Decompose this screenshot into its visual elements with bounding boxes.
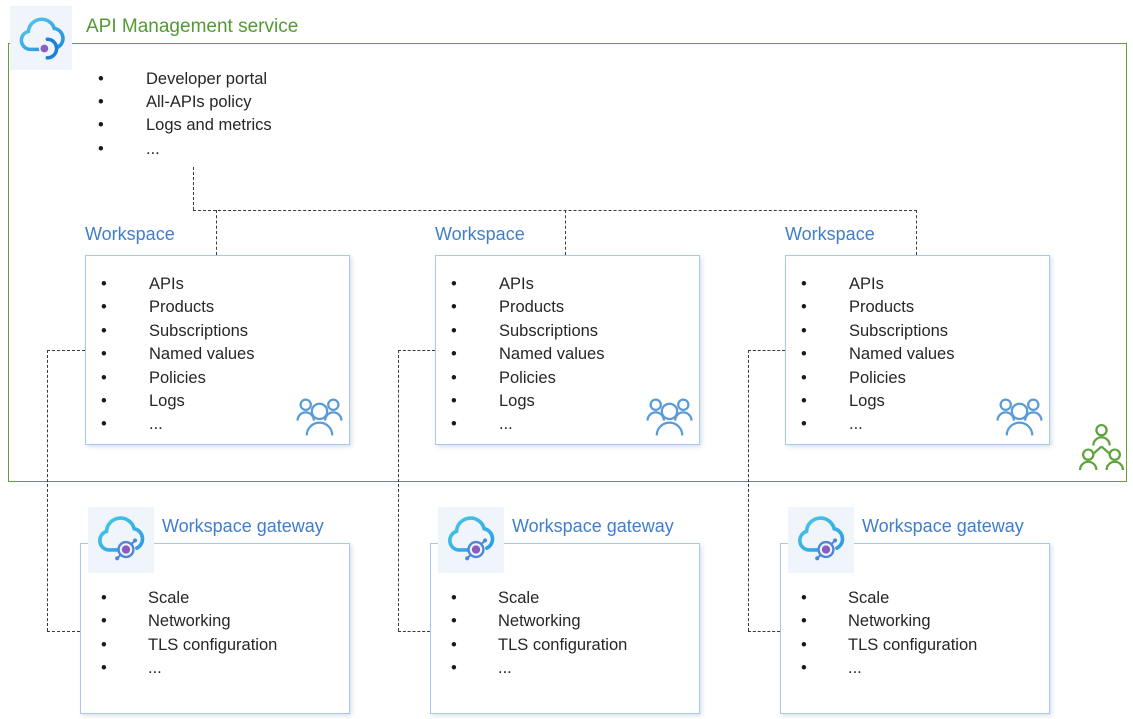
list-item: ... bbox=[781, 657, 1049, 680]
list-item: ... bbox=[81, 657, 349, 680]
list-item: Subscriptions bbox=[86, 320, 349, 343]
list-item: Subscriptions bbox=[786, 320, 1049, 343]
connector-drop-workspace-1 bbox=[216, 210, 217, 255]
gateway-title: Workspace gateway bbox=[512, 516, 674, 536]
list-item: TLS configuration bbox=[781, 634, 1049, 657]
connector-workspace2-gateway2 bbox=[398, 350, 435, 351]
list-item: TLS configuration bbox=[431, 634, 699, 657]
team-users-icon bbox=[646, 398, 693, 436]
workspace-gateway-icon-tile bbox=[438, 507, 504, 573]
list-item: Named values bbox=[86, 343, 349, 366]
workspace-title: Workspace bbox=[85, 224, 175, 244]
connector-workspace2-gateway2 bbox=[398, 350, 399, 631]
api-management-service-box bbox=[8, 43, 1127, 482]
list-item: Subscriptions bbox=[436, 320, 699, 343]
workspace-box-1: APIs Products Subscriptions Named values… bbox=[85, 255, 350, 445]
list-item: Logs bbox=[436, 390, 699, 413]
workspace-gateway-icon-tile bbox=[88, 507, 154, 573]
workspace-gateway-cloud-icon bbox=[798, 516, 845, 561]
list-item: ... bbox=[786, 413, 1049, 436]
list-item: Developer portal bbox=[98, 68, 272, 91]
list-item: Products bbox=[436, 296, 699, 319]
list-item: Policies bbox=[786, 367, 1049, 390]
list-item: Policies bbox=[436, 367, 699, 390]
connector-workspace1-gateway1 bbox=[47, 631, 80, 632]
list-item: Products bbox=[86, 296, 349, 319]
list-item: Logs and metrics bbox=[98, 114, 272, 137]
workspace-box-2: APIs Products Subscriptions Named values… bbox=[435, 255, 700, 445]
gateway-box-3: Scale Networking TLS configuration ... bbox=[780, 543, 1050, 714]
api-management-icon-tile bbox=[10, 6, 72, 70]
connector-workspace3-gateway3 bbox=[748, 350, 749, 631]
connector-workspace3-gateway3 bbox=[748, 631, 780, 632]
workspace-title: Workspace bbox=[785, 224, 875, 244]
connector-workspace1-gateway1 bbox=[47, 350, 85, 351]
list-item: Networking bbox=[81, 610, 349, 633]
connector-service-trunk bbox=[193, 167, 194, 210]
list-item: Scale bbox=[431, 587, 699, 610]
connector-drop-workspace-3 bbox=[916, 210, 917, 255]
list-item: Named values bbox=[786, 343, 1049, 366]
connector-drop-workspace-2 bbox=[565, 210, 566, 255]
list-item: Scale bbox=[81, 587, 349, 610]
workspace-gateway-icon-tile bbox=[788, 507, 854, 573]
list-item: ... bbox=[86, 413, 349, 436]
list-item: Logs bbox=[786, 390, 1049, 413]
service-feature-list: Developer portal All-APIs policy Logs an… bbox=[98, 68, 272, 161]
org-users-icon bbox=[1078, 423, 1125, 471]
gateway-title: Workspace gateway bbox=[162, 516, 324, 536]
list-item: Named values bbox=[436, 343, 699, 366]
api-management-cloud-icon bbox=[19, 17, 65, 60]
team-users-icon bbox=[296, 398, 343, 436]
list-item: APIs bbox=[786, 273, 1049, 296]
service-title: API Management service bbox=[86, 16, 299, 37]
connector-service-branch bbox=[193, 210, 917, 211]
list-item: APIs bbox=[436, 273, 699, 296]
list-item: ... bbox=[98, 138, 272, 161]
team-users-icon bbox=[996, 398, 1043, 436]
list-item: Logs bbox=[86, 390, 349, 413]
connector-workspace3-gateway3 bbox=[748, 350, 785, 351]
list-item: Scale bbox=[781, 587, 1049, 610]
list-item: ... bbox=[436, 413, 699, 436]
list-item: Networking bbox=[431, 610, 699, 633]
workspace-gateway-cloud-icon bbox=[98, 516, 145, 561]
workspace-box-3: APIs Products Subscriptions Named values… bbox=[785, 255, 1050, 445]
connector-workspace1-gateway1 bbox=[47, 350, 48, 631]
list-item: Policies bbox=[86, 367, 349, 390]
connector-workspace2-gateway2 bbox=[398, 631, 430, 632]
list-item: ... bbox=[431, 657, 699, 680]
list-item: APIs bbox=[86, 273, 349, 296]
list-item: Networking bbox=[781, 610, 1049, 633]
gateway-title: Workspace gateway bbox=[862, 516, 1024, 536]
list-item: Products bbox=[786, 296, 1049, 319]
workspace-gateway-cloud-icon bbox=[448, 516, 495, 561]
workspace-title: Workspace bbox=[435, 224, 525, 244]
list-item: All-APIs policy bbox=[98, 91, 272, 114]
list-item: TLS configuration bbox=[81, 634, 349, 657]
